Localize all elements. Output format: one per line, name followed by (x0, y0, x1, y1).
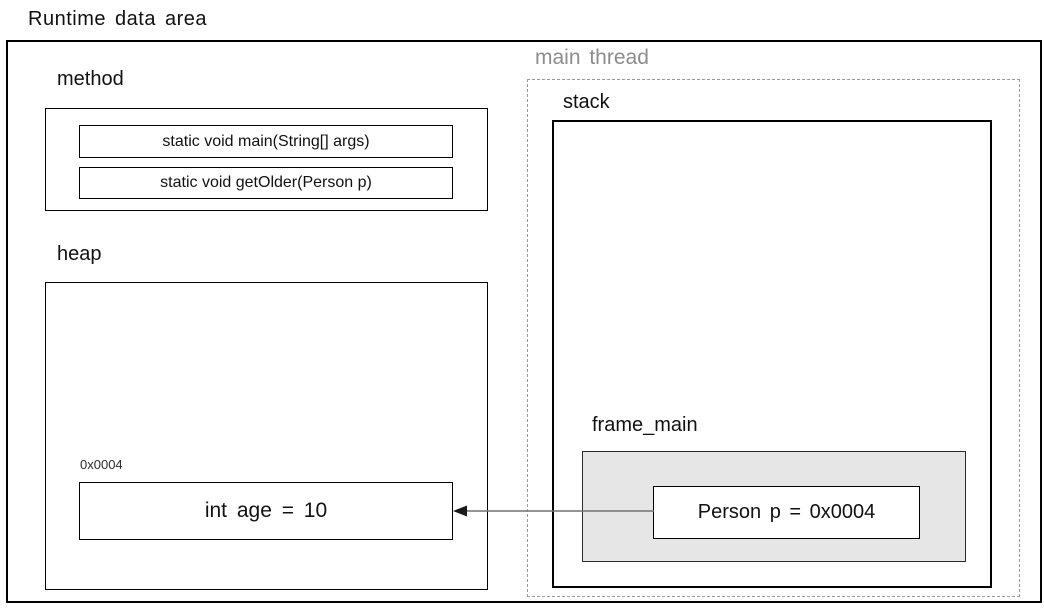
method-area-label: method (57, 68, 124, 90)
method-area-box (45, 108, 488, 211)
heap-area-box (45, 282, 488, 590)
frame-main-label: frame_main (592, 414, 698, 436)
stack-area-box (552, 120, 992, 588)
method-entry-getolder: static void getOlder(Person p) (79, 167, 453, 199)
reference-arrow (453, 505, 654, 517)
main-thread-box (527, 79, 1020, 597)
method-entry-main: static void main(String[] args) (79, 125, 453, 158)
page-title: Runtime data area (28, 8, 208, 30)
stack-area-label: stack (563, 91, 610, 113)
heap-area-label: heap (57, 243, 102, 265)
stack-variable-box: Person p = 0x0004 (653, 486, 920, 539)
runtime-data-area-box (6, 40, 1042, 603)
heap-object-address-label: 0x0004 (80, 457, 123, 472)
heap-object-box: int age = 10 (79, 482, 453, 540)
main-thread-label: main thread (535, 46, 649, 69)
